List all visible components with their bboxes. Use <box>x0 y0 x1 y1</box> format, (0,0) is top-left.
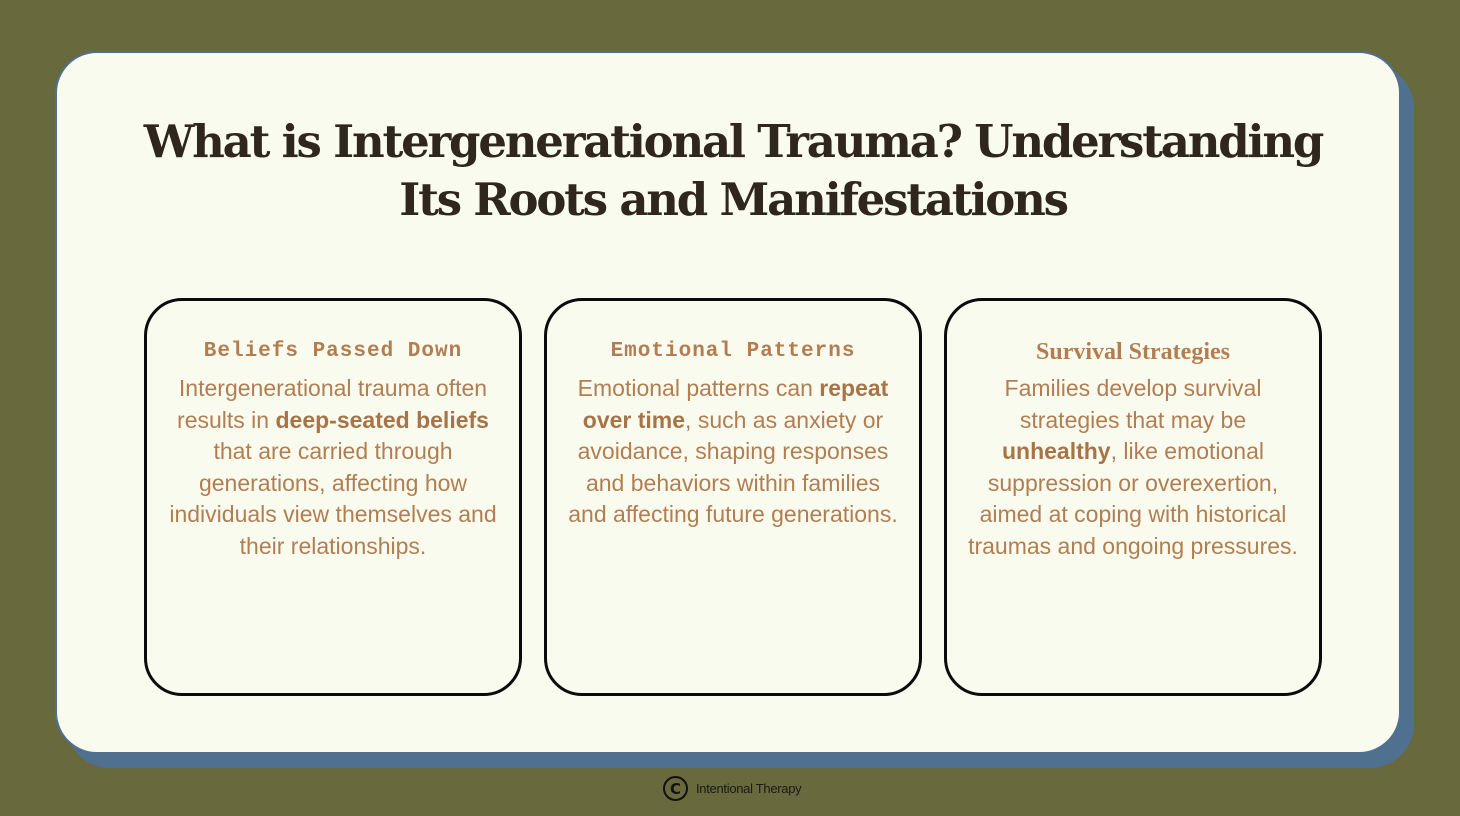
card-text: that are carried through generations, af… <box>169 438 497 559</box>
info-card-survival: Survival Strategies Families develop sur… <box>944 298 1322 696</box>
card-highlight: unhealthy <box>1001 438 1111 464</box>
card-text: Intergenerational trauma often results i… <box>177 375 488 433</box>
card-heading: Beliefs Passed Down <box>203 340 463 363</box>
card-text: , like emotional suppression or overexer… <box>968 438 1298 559</box>
card-body: Families develop survival strategies tha… <box>968 373 1298 562</box>
card-highlight: deep-seated beliefs <box>275 406 489 433</box>
card-heading: Emotional Patterns <box>610 340 856 363</box>
footer-label: Intentional Therapy <box>696 781 802 796</box>
card-highlight: repeat over time <box>582 375 889 433</box>
copyright-icon: C <box>663 776 688 801</box>
card-body: Intergenerational trauma often results i… <box>168 373 498 562</box>
card-heading: Survival Strategies <box>1036 339 1230 365</box>
card-text: Emotional patterns can <box>577 375 820 401</box>
info-card-emotional: Emotional Patterns Emotional patterns ca… <box>544 298 922 696</box>
footer-brand: C Intentional Therapy <box>663 776 802 801</box>
page-title: What is Intergenerational Trauma? Unders… <box>143 115 1325 226</box>
card-text: Families develop survival strategies tha… <box>1004 375 1262 433</box>
info-card-beliefs: Beliefs Passed Down Intergenerational tr… <box>144 298 522 696</box>
card-text: , such as anxiety or avoidance, shaping … <box>568 406 898 528</box>
card-body: Emotional patterns can repeat over time,… <box>568 373 898 531</box>
slide-card <box>55 51 1401 754</box>
